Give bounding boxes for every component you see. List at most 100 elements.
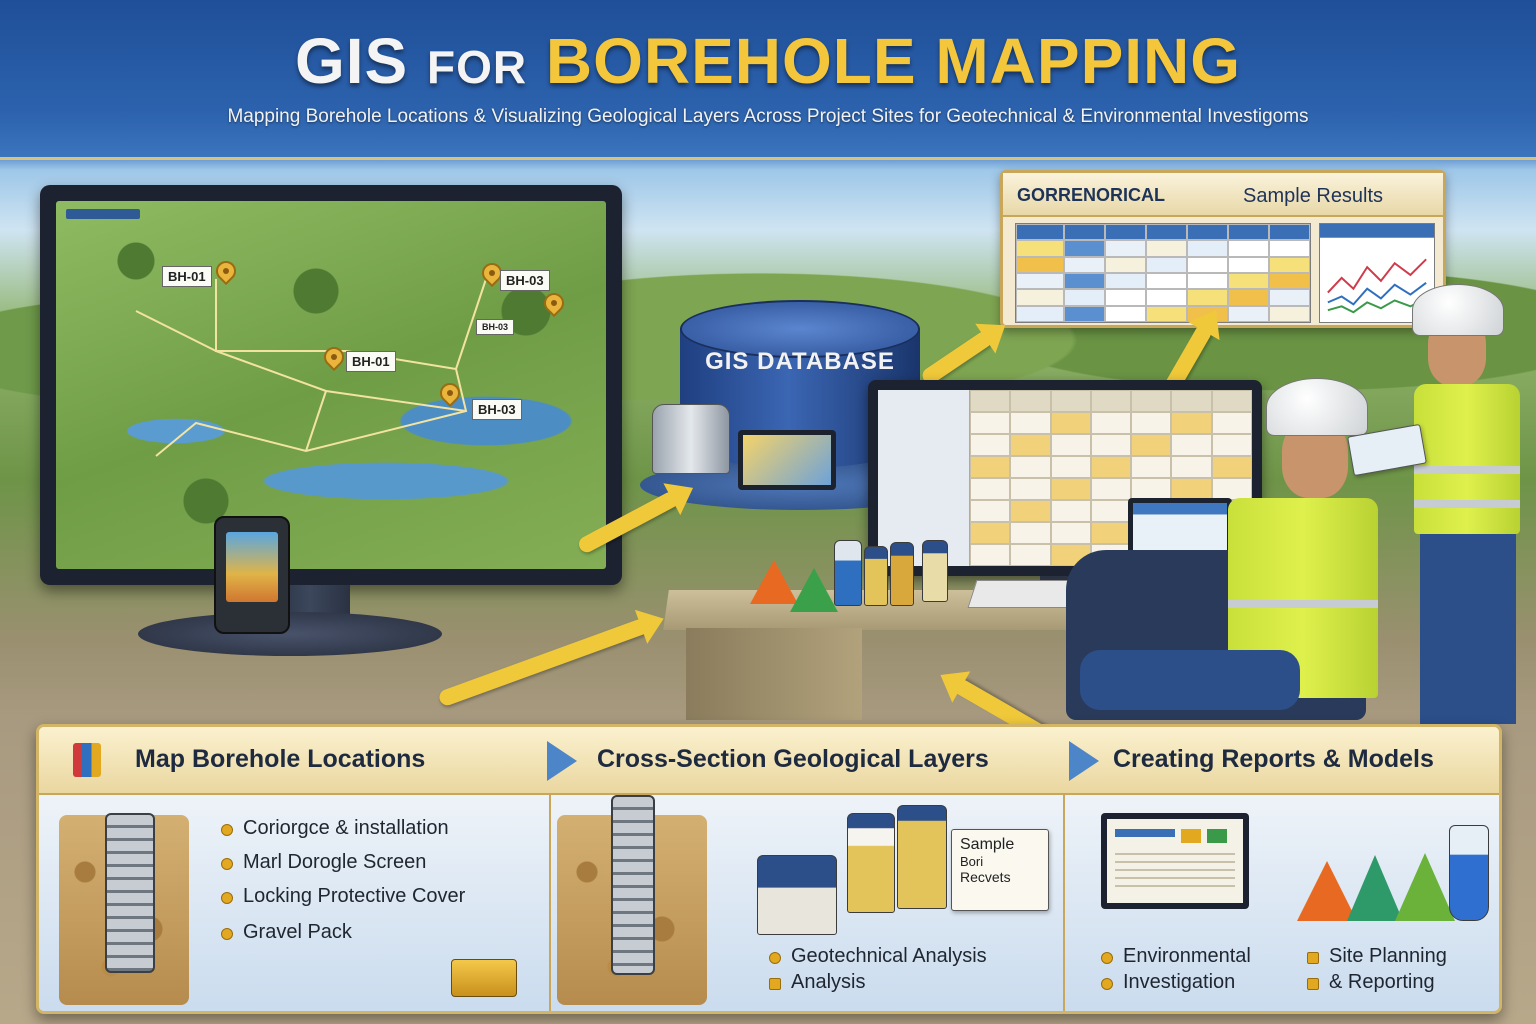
grid-cell: [1050, 434, 1091, 456]
header-banner: GIS FOR BOREHOLE MAPPING Mapping Borehol…: [0, 0, 1536, 160]
table-cell: [1146, 224, 1187, 241]
grid-cell: [1090, 522, 1132, 544]
borehole-casing-icon: [105, 813, 155, 973]
table-cell: [1105, 256, 1146, 273]
table-cell: [1105, 289, 1146, 306]
table-cell: [1064, 240, 1105, 257]
chevron-right-icon: [547, 741, 577, 781]
pin-label: BH-03: [500, 270, 550, 291]
page-title: GIS FOR BOREHOLE MAPPING: [0, 24, 1536, 98]
table-cell: [1105, 224, 1146, 241]
grid-cell: [1131, 412, 1172, 434]
sample-jar-icon: [864, 546, 888, 606]
table-cell: [1105, 273, 1146, 290]
grid-cell: [1050, 522, 1091, 544]
table-cell: [1187, 240, 1228, 257]
chevron-right-icon: [1069, 741, 1099, 781]
grid-cell: [1211, 456, 1252, 478]
flow-arrow-icon: [437, 617, 650, 708]
grid-cell: [1211, 412, 1252, 434]
table-cell: [1064, 289, 1105, 306]
sample-jar-icon: [847, 813, 895, 913]
sample-jar-icon: [897, 805, 947, 909]
grid-cell: [1090, 500, 1132, 522]
table-cell: [1016, 224, 1064, 241]
sample-results-panel: GORRENORICAL Sample Results: [1000, 170, 1446, 328]
monitor-base: [138, 612, 442, 656]
workstation-sidebar: [878, 390, 970, 566]
sample-jar-icon: [922, 540, 948, 602]
flask-green-icon: [1347, 855, 1403, 921]
grid-cell: [1010, 544, 1051, 566]
pin-label: BH-01: [162, 266, 212, 287]
list-item: Investigation: [1100, 971, 1236, 993]
grid-cell: [1050, 390, 1091, 412]
grid-cell: [1010, 478, 1051, 500]
workflow-header: Map Borehole Locations Cross-Section Geo…: [39, 727, 1499, 795]
grid-cell: [970, 456, 1011, 478]
flask-lime-icon: [1395, 853, 1455, 921]
table-cell: [1146, 240, 1187, 257]
table-cell: [1187, 273, 1228, 290]
table-cell: [1269, 273, 1310, 290]
table-cell: [1228, 289, 1269, 306]
small-laptop-icon: [738, 430, 836, 490]
grid-cell: [1090, 434, 1132, 456]
gis-map-monitor: BH-01 BH-03 BH-03 BH-01 BH-03: [40, 185, 622, 585]
sample-jar-icon: [757, 855, 837, 935]
borehole-map[interactable]: BH-01 BH-03 BH-03 BH-01 BH-03: [56, 201, 606, 569]
grid-cell: [970, 522, 1011, 544]
table-cell: [1187, 224, 1228, 241]
grid-cell: [970, 434, 1011, 456]
card-line: Bori: [960, 854, 984, 869]
tools-icon: [73, 743, 101, 777]
flask-green-icon: [790, 568, 838, 612]
section-title-cross-section: Cross-Section Geological Layers: [597, 745, 989, 773]
table-cell: [1187, 256, 1228, 273]
table-cell: [1016, 256, 1064, 273]
table-cell: [1016, 240, 1064, 257]
grid-cell: [1010, 522, 1051, 544]
grid-cell: [1171, 390, 1212, 412]
tab-geotechnical[interactable]: GORRENORICAL: [1017, 185, 1165, 205]
grid-cell: [1211, 390, 1252, 412]
tab-sample-results[interactable]: Sample Results: [1243, 185, 1384, 207]
grid-cell: [1090, 412, 1132, 434]
table-cell: [1105, 305, 1146, 322]
grid-cell: [1131, 390, 1172, 412]
page-subtitle: Mapping Borehole Locations & Visualizing…: [227, 106, 1309, 127]
server-icon: [652, 404, 730, 474]
database-label: GIS DATABASE: [705, 348, 895, 375]
table-cell: [1016, 289, 1064, 306]
grid-cell: [1171, 434, 1212, 456]
workflow-panel: Map Borehole Locations Cross-Section Geo…: [36, 724, 1502, 1014]
table-cell: [1146, 289, 1187, 306]
table-cell: [1269, 224, 1310, 241]
grid-cell: [1090, 390, 1132, 412]
grid-cell: [1010, 434, 1051, 456]
results-table: [1015, 223, 1311, 323]
grid-cell: [970, 500, 1011, 522]
title-borehole-mapping: BOREHOLE MAPPING: [545, 25, 1242, 97]
pin-label: BH-03: [472, 399, 522, 420]
table-cell: [1064, 305, 1105, 322]
list-item: Marl Dorogle Screen: [220, 851, 427, 873]
card-line: Sample: [960, 836, 1015, 853]
grid-cell: [1171, 456, 1212, 478]
grid-cell: [970, 544, 1011, 566]
table-cell: [1064, 224, 1105, 241]
desk-drawer: [686, 628, 862, 720]
grid-cell: [1010, 390, 1051, 412]
grid-cell: [1090, 478, 1132, 500]
grid-cell: [1211, 478, 1252, 500]
report-monitor-icon: [1101, 813, 1249, 909]
grid-cell: [1171, 412, 1212, 434]
grid-cell: [970, 412, 1011, 434]
table-cell: [1016, 305, 1064, 322]
table-cell: [1269, 289, 1310, 306]
list-item: Locking Protective Cover: [220, 885, 466, 907]
table-cell: [1228, 240, 1269, 257]
table-cell: [1269, 240, 1310, 257]
sample-report-card: Sample Bori Recvets: [951, 829, 1049, 911]
